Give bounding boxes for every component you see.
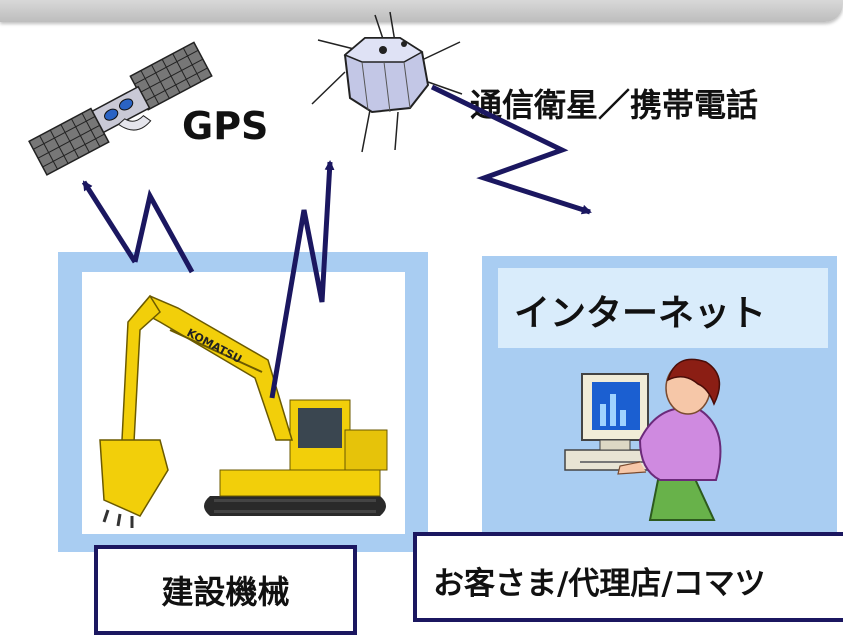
satellite-uplink-arrow [269, 160, 335, 399]
machine-label: 建設機械 [161, 573, 290, 611]
communication-satellite-icon [311, 11, 463, 153]
gps-satellite-icon [28, 41, 213, 176]
gps-uplink-arrow [81, 180, 195, 274]
diagram-graphics: KOMATSU [28, 11, 722, 528]
gps-label: GPS [182, 104, 269, 148]
users-label: お客さま/代理店/コマツ [433, 566, 766, 602]
machine-caption-box: 建設機械 [94, 545, 357, 635]
satellite-internet-arrow [430, 84, 592, 215]
internet-label-panel [498, 268, 828, 348]
person-at-computer-icon [564, 358, 722, 521]
satellite-comm-label: 通信衛星／携帯電話 [470, 86, 759, 124]
header-bar [0, 0, 843, 22]
internet-label: インターネット [514, 293, 767, 334]
users-caption-box: お客さま/代理店/コマツ [413, 532, 843, 622]
excavator-icon: KOMATSU [99, 294, 388, 528]
